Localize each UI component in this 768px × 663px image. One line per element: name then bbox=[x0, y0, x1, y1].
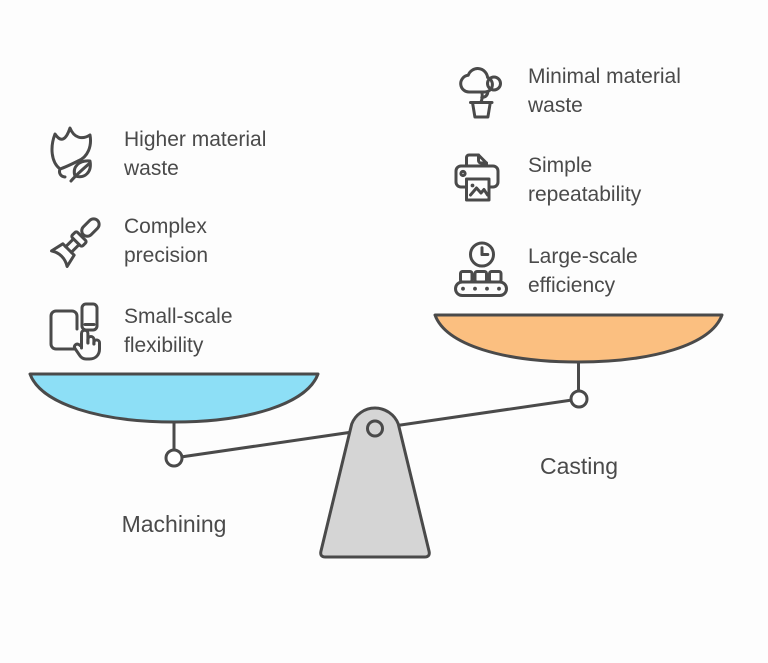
fulcrum-pivot bbox=[366, 419, 384, 438]
item-text: Small-scale flexibility bbox=[124, 302, 233, 360]
item-text: Large-scale efficiency bbox=[528, 242, 638, 300]
item-text: Higher material waste bbox=[124, 125, 266, 183]
list-item-minimal-material-waste: Minimal material waste bbox=[449, 58, 681, 124]
chisel-icon bbox=[50, 217, 101, 268]
right-pan-label: Casting bbox=[540, 453, 618, 479]
list-item-higher-material-waste: Higher material waste bbox=[45, 121, 266, 187]
item-text-line: repeatability bbox=[528, 183, 642, 206]
item-text-line: Minimal material bbox=[528, 65, 681, 88]
printer-icon bbox=[454, 153, 500, 202]
fulcrum bbox=[319, 406, 431, 559]
item-text-line: waste bbox=[124, 157, 179, 180]
right-joint bbox=[569, 389, 589, 409]
item-text-line: flexibility bbox=[124, 334, 204, 357]
item-text-line: precision bbox=[124, 244, 209, 267]
item-text-line: Higher material bbox=[124, 128, 267, 151]
item-text-line: Small-scale bbox=[124, 305, 233, 328]
clock-conveyor-icon bbox=[454, 241, 508, 297]
item-text-line: waste bbox=[528, 94, 583, 117]
left-pan bbox=[28, 372, 320, 424]
item-text-line: Large-scale bbox=[528, 245, 638, 268]
right-pan bbox=[433, 313, 724, 364]
item-text-line: Complex bbox=[124, 215, 207, 238]
item-text: Minimal material waste bbox=[528, 62, 681, 120]
item-text: Simple repeatability bbox=[528, 151, 641, 209]
left-pan-label: Machining bbox=[121, 511, 227, 537]
list-item-large-scale-efficiency: Large-scale efficiency bbox=[449, 238, 638, 304]
list-item-small-scale-flexibility: Small-scale flexibility bbox=[45, 298, 233, 364]
devices-hand-icon bbox=[49, 302, 101, 361]
item-text-line: Simple bbox=[528, 154, 593, 177]
list-item-simple-repeatability: Simple repeatability bbox=[449, 147, 641, 213]
item-text: Complex precision bbox=[124, 212, 208, 270]
list-item-complex-precision: Complex precision bbox=[45, 208, 208, 274]
leaf-icon bbox=[50, 126, 92, 183]
left-joint bbox=[164, 448, 184, 468]
cloud-plant-icon bbox=[459, 67, 502, 119]
item-text-line: efficiency bbox=[528, 274, 616, 297]
